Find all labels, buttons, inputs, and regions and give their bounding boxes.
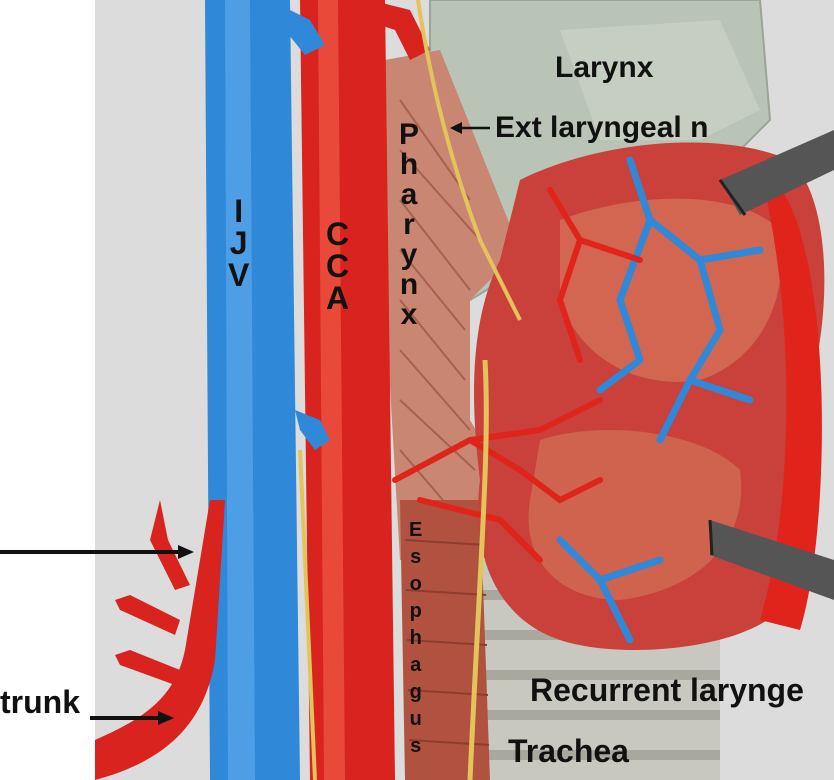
thyroid-right-edge bbox=[760, 170, 822, 630]
label-esophagus-char: u bbox=[409, 708, 422, 730]
vein-branch-mid bbox=[295, 410, 330, 450]
pharynx-muscle bbox=[385, 50, 520, 560]
label-ijv-char: I bbox=[234, 193, 244, 229]
label-ijv: I J V bbox=[228, 195, 249, 291]
artery-branch-top bbox=[365, 0, 430, 60]
label-esophagus-char: E bbox=[409, 519, 423, 541]
label-ijv-char: J bbox=[229, 225, 248, 261]
label-esophagus-char: h bbox=[409, 627, 422, 649]
artery-branch-mid bbox=[115, 595, 180, 635]
label-pharynx-char: h bbox=[399, 148, 419, 181]
external-laryngeal-nerve bbox=[416, 0, 522, 321]
label-pharynx: P h a r y n x bbox=[399, 120, 419, 330]
cca-highlight bbox=[318, 0, 345, 780]
label-esophagus-char: o bbox=[409, 573, 422, 595]
label-esophagus-char: g bbox=[409, 681, 422, 703]
larynx-shadow bbox=[560, 20, 760, 140]
label-esophagus: E s o p h a g u s bbox=[409, 520, 422, 756]
label-cca: C C A bbox=[326, 218, 349, 314]
label-esophagus-char: s bbox=[410, 735, 422, 757]
artery-branch-upper bbox=[150, 500, 190, 590]
esophagus bbox=[400, 500, 490, 780]
arrow-trunk bbox=[90, 711, 174, 725]
label-larynx: Larynx bbox=[555, 51, 654, 84]
common-carotid-artery bbox=[300, 0, 395, 780]
thyroid-highlight bbox=[560, 198, 782, 382]
label-trachea: Trachea bbox=[508, 733, 629, 769]
label-esophagus-char: p bbox=[409, 600, 422, 622]
label-recurrent-laryngeal: Recurrent larynge bbox=[530, 672, 804, 708]
thyroid-arteries bbox=[392, 187, 643, 563]
label-pharynx-char: r bbox=[403, 208, 415, 241]
ijv-highlight bbox=[225, 0, 255, 780]
label-cca-char: C bbox=[326, 216, 350, 252]
label-pharynx-char: y bbox=[400, 238, 418, 271]
thyroid-veins bbox=[556, 156, 764, 644]
retractor-bottom bbox=[708, 519, 834, 600]
arrow-ext-laryngeal bbox=[450, 122, 490, 134]
label-ijv-char: V bbox=[228, 257, 250, 293]
label-pharynx-char: a bbox=[400, 178, 418, 211]
label-esophagus-char: a bbox=[410, 654, 422, 676]
recurrent-laryngeal-nerve bbox=[467, 359, 489, 780]
label-trunk: trunk bbox=[0, 684, 80, 720]
brachiocephalic-trunk bbox=[95, 500, 225, 780]
label-pharynx-char: x bbox=[400, 298, 418, 331]
label-cca-char: A bbox=[326, 280, 350, 316]
label-ext-laryngeal-n: Ext laryngeal n bbox=[495, 111, 709, 144]
retractor-top bbox=[718, 130, 834, 216]
label-pharynx-char: P bbox=[399, 118, 420, 151]
vagus-nerve bbox=[298, 449, 317, 780]
artery-branch-low bbox=[115, 650, 180, 685]
label-esophagus-char: s bbox=[410, 546, 422, 568]
label-pharynx-char: n bbox=[399, 268, 419, 301]
vein-branch-top bbox=[260, 0, 325, 55]
label-cca-char: C bbox=[326, 248, 350, 284]
arrow-branch bbox=[0, 545, 194, 559]
